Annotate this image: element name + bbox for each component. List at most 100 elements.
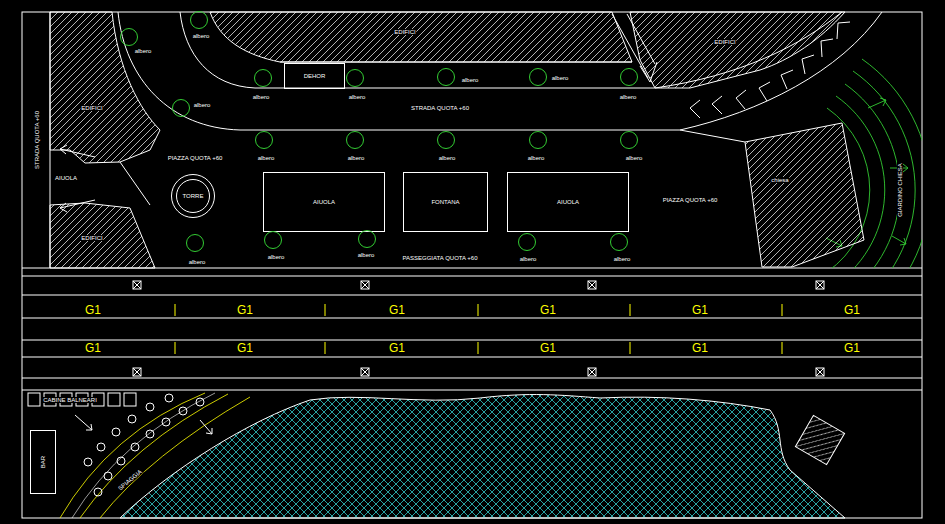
- plan-linework: [655, 12, 842, 88]
- grid-label: G1: [235, 342, 255, 354]
- grid-label: G1: [690, 342, 710, 354]
- plan-linework: [816, 368, 824, 376]
- plan-linework: [200, 420, 212, 434]
- tree-symbol: albero: [529, 131, 547, 149]
- tree-symbol: albero: [518, 233, 536, 251]
- area-label: EDIFICI: [80, 105, 103, 111]
- plan-box: AIUOLA: [507, 172, 629, 232]
- church-hatch: [745, 123, 864, 267]
- plan-linework: [22, 12, 922, 518]
- plan-linework: [60, 203, 67, 212]
- tree-label: albero: [438, 155, 457, 161]
- tree-symbol: albero: [255, 131, 273, 149]
- plan-linework: [133, 281, 824, 376]
- tree-symbol: albero: [254, 69, 272, 87]
- grid-label: G1: [842, 304, 862, 316]
- plan-linework: [175, 304, 782, 316]
- tree-label: albero: [625, 155, 644, 161]
- plan-linework: [802, 55, 814, 74]
- area-label: GIARDINO CHIESA: [897, 162, 903, 218]
- tree-symbol: albero: [620, 68, 638, 86]
- area-label: EDIFICI: [713, 39, 736, 45]
- plan-linework: [97, 443, 105, 451]
- church-label: chiesa: [770, 177, 789, 183]
- plan-linework: [180, 12, 655, 88]
- plan-linework: [712, 96, 722, 114]
- plan-linework: [903, 164, 908, 172]
- plan-linework: [22, 12, 922, 518]
- plan-linework: [60, 393, 205, 518]
- plan-linework: [60, 145, 67, 154]
- tree-symbol: albero: [529, 68, 547, 86]
- plan-linework: [133, 368, 141, 376]
- tree-symbol: albero: [610, 233, 628, 251]
- plan-linework: [588, 368, 596, 376]
- tree-label: albero: [267, 254, 286, 260]
- tree-label: albero: [461, 77, 480, 83]
- tree-symbol: albero: [346, 131, 364, 149]
- plan-linework: [22, 340, 922, 341]
- tree-symbol: albero: [190, 11, 208, 29]
- grid-label: G1: [842, 342, 862, 354]
- plan-linework: [588, 368, 596, 376]
- area-label: CABINE BALNEARI: [42, 397, 98, 403]
- plan-linework: [146, 430, 154, 438]
- plan-linework: [75, 415, 92, 430]
- area-label: SPIAGGIA: [116, 468, 143, 492]
- plan-linework: [361, 368, 369, 376]
- plan-linework: [795, 415, 844, 464]
- plan-linework: [640, 62, 657, 82]
- plan-linework: [588, 281, 596, 289]
- grid-label: G1: [387, 342, 407, 354]
- box-label: DEHOR: [303, 73, 327, 79]
- plan-linework: [22, 276, 922, 277]
- bar-label: BAR: [40, 455, 46, 469]
- plan-linework: [28, 393, 40, 406]
- tree-label: albero: [519, 256, 538, 262]
- area-label: PIAZZA QUOTA +60: [662, 197, 719, 203]
- box-label: AIUOLA: [556, 199, 580, 205]
- plan-linework: [175, 342, 782, 354]
- area-label: STRADA QUOTA +60: [410, 105, 470, 111]
- tree-label: albero: [347, 155, 366, 161]
- tree-symbol: albero: [437, 68, 455, 86]
- plan-linework: [131, 443, 139, 451]
- plan-linework: [108, 393, 120, 406]
- area-label: PASSEGGIATA QUOTA +60: [401, 255, 478, 261]
- plan-linework: [133, 368, 141, 376]
- plan-linework: [162, 418, 170, 426]
- plan-linework: [179, 407, 187, 415]
- plan-linework: [210, 12, 632, 62]
- area-label: PIAZZA QUOTA +60: [167, 155, 224, 161]
- plan-linework: [175, 304, 782, 354]
- plan-linework: [795, 415, 844, 464]
- plan-linework: [588, 281, 596, 289]
- plan-linework: [361, 281, 369, 289]
- plan-linework: [72, 393, 215, 518]
- tree-label: albero: [619, 94, 638, 100]
- tree-symbol: albero: [120, 28, 138, 46]
- tree-symbol: albero: [264, 231, 282, 249]
- plan-linework: [892, 236, 906, 244]
- church-outline: [742, 120, 867, 268]
- tree-label: albero: [613, 256, 632, 262]
- church-block: chiesa: [742, 120, 867, 268]
- plan-linework: [133, 281, 141, 289]
- plan-linework: [361, 368, 369, 376]
- tree-label: albero: [357, 252, 376, 258]
- grid-label: G1: [235, 304, 255, 316]
- tree-label: albero: [192, 33, 211, 39]
- plan-linework: [120, 395, 845, 518]
- plan-linework: [816, 281, 824, 289]
- plan-box: BAR: [30, 430, 56, 494]
- tree-label: albero: [551, 75, 570, 81]
- grid-label: G1: [83, 342, 103, 354]
- tree-symbol: albero: [186, 234, 204, 252]
- plan-linework: [50, 203, 155, 268]
- tree-symbol: albero: [346, 69, 364, 87]
- plan-box: FONTANA: [403, 172, 488, 232]
- plan-linework: [781, 70, 793, 89]
- plan-linework: [60, 393, 250, 518]
- plan-linework: [104, 472, 112, 480]
